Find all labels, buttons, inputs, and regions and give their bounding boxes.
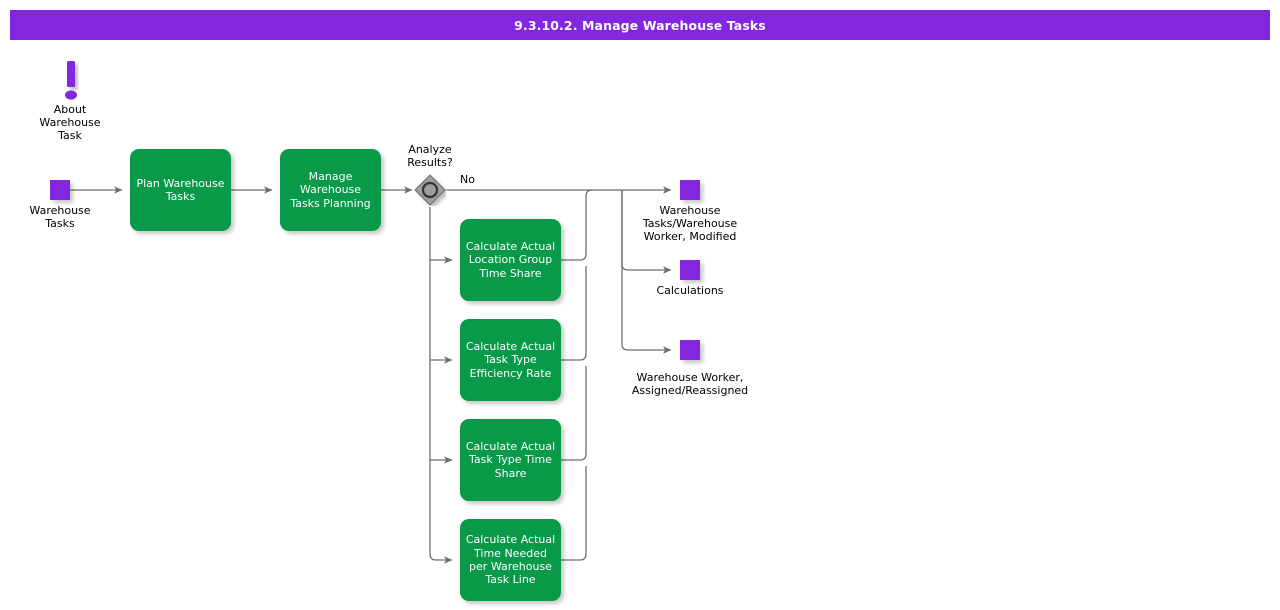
task-label: Manage Warehouse Tasks Planning: [290, 169, 371, 210]
task-label: Calculate Actual Time Needed per Warehou…: [465, 533, 556, 587]
page-title-bar: 9.3.10.2. Manage Warehouse Tasks: [10, 10, 1270, 40]
event-based-gateway-icon: [414, 174, 446, 206]
purple-square-icon: [680, 340, 700, 360]
task-label: Plan Warehouse Tasks: [136, 176, 225, 203]
analyze-results-gateway[interactable]: [414, 174, 446, 206]
start-node-warehouse-tasks-label: Warehouse Tasks: [29, 204, 91, 231]
task-label: Calculate Actual Location Group Time Sha…: [465, 239, 556, 280]
purple-square-icon: [680, 260, 700, 280]
end-node-label: Warehouse Worker, Assigned/Reassigned: [631, 371, 749, 398]
task-label: Calculate Actual Task Type Efficiency Ra…: [465, 339, 556, 380]
about-warehouse-task-label: About Warehouse Task: [39, 103, 101, 143]
task-plan-warehouse-tasks[interactable]: Plan Warehouse Tasks: [130, 149, 231, 231]
task-calc-task-type-efficiency-rate[interactable]: Calculate Actual Task Type Efficiency Ra…: [460, 319, 561, 401]
purple-square-icon: [50, 180, 70, 200]
purple-square-icon: [680, 180, 700, 200]
task-calc-time-needed-per-task-line[interactable]: Calculate Actual Time Needed per Warehou…: [460, 519, 561, 601]
task-calc-task-type-time-share[interactable]: Calculate Actual Task Type Time Share: [460, 419, 561, 501]
gateway-label: Analyze Results?: [407, 143, 453, 170]
end-node-label: Warehouse Tasks/Warehouse Worker, Modifi…: [642, 204, 738, 244]
about-warehouse-task-annotation: [58, 58, 84, 106]
page-title: 9.3.10.2. Manage Warehouse Tasks: [514, 17, 766, 33]
end-node-label: Calculations: [656, 284, 724, 297]
task-label: Calculate Actual Task Type Time Share: [465, 439, 556, 480]
task-manage-warehouse-tasks-planning[interactable]: Manage Warehouse Tasks Planning: [280, 149, 381, 231]
exclamation-icon: [65, 61, 77, 100]
task-calc-location-group-time-share[interactable]: Calculate Actual Location Group Time Sha…: [460, 219, 561, 301]
gateway-branch-label-no: No: [460, 173, 475, 186]
